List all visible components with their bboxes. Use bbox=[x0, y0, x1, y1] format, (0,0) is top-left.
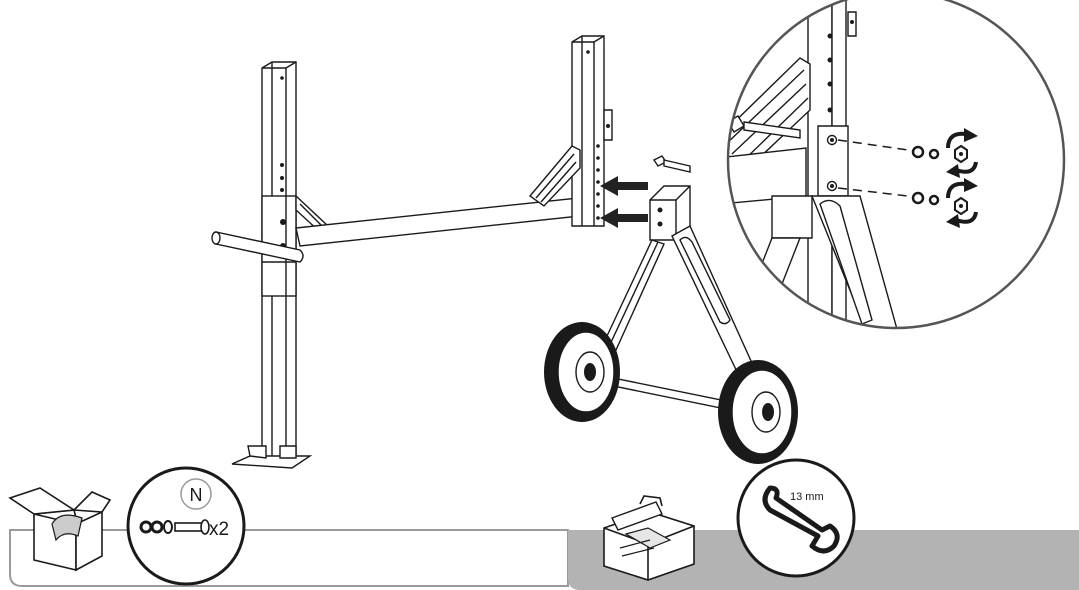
wrench-size-label: 13 mm bbox=[790, 491, 824, 503]
insert-arrow-icon bbox=[600, 176, 648, 228]
box-icon bbox=[8, 487, 112, 572]
hardware-bag-icon: N x2 bbox=[126, 466, 246, 586]
wheel-stand bbox=[544, 185, 798, 464]
detail-view bbox=[726, 0, 1066, 330]
dashed-line-top bbox=[837, 139, 909, 151]
left-wheel bbox=[544, 322, 620, 422]
left-foot-plate bbox=[231, 455, 313, 469]
bag-quantity: x2 bbox=[209, 519, 229, 540]
right-upright-holes bbox=[596, 144, 600, 220]
bag-letter-circle bbox=[180, 478, 212, 510]
right-upright bbox=[528, 35, 613, 227]
bag-letter: N bbox=[190, 485, 203, 505]
left-frame bbox=[211, 61, 330, 469]
washer-nut-bottom bbox=[911, 191, 968, 216]
bolt bbox=[652, 155, 691, 173]
cross-bar bbox=[295, 197, 583, 247]
right-wheel bbox=[718, 360, 798, 464]
wrench-icon: 13 mm bbox=[736, 458, 856, 578]
toolbox-icon bbox=[603, 495, 695, 581]
dashed-line-bottom bbox=[837, 187, 909, 197]
washer-nut-top bbox=[911, 144, 968, 164]
